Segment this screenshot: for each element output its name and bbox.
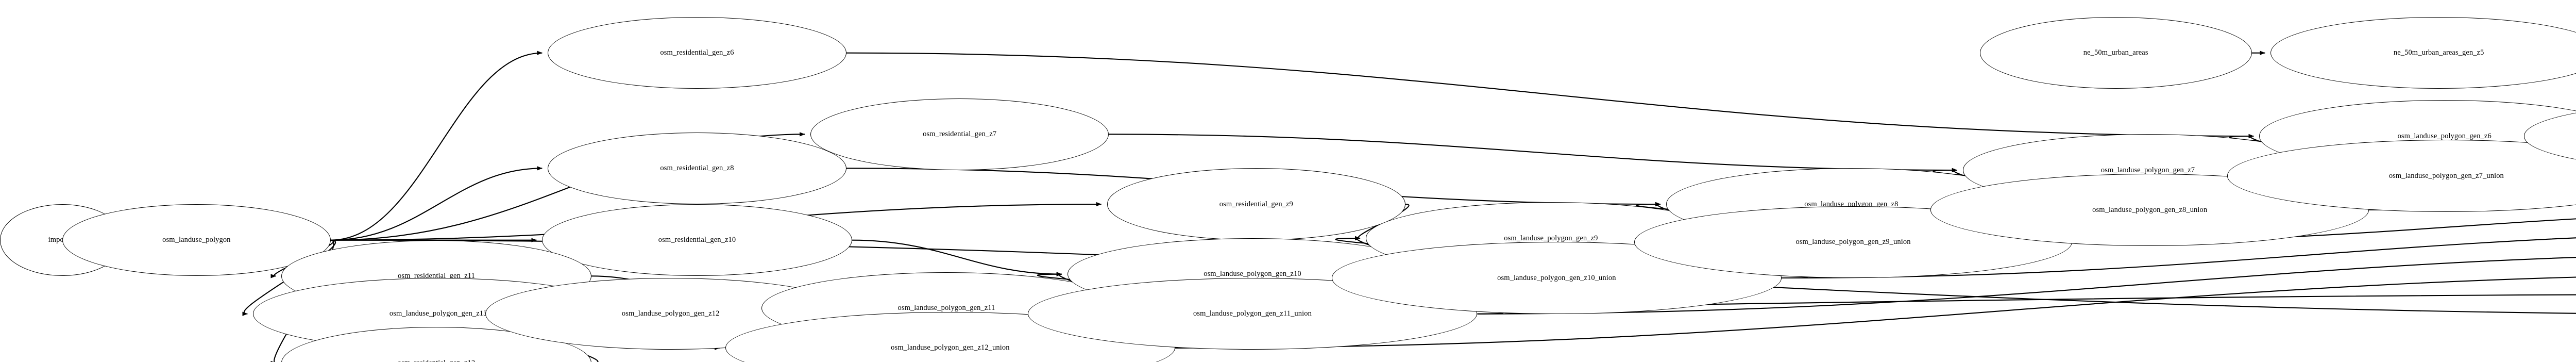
node-label: osm_landuse_polygon_gen_z9	[1504, 234, 1598, 242]
node-label: osm_landuse_polygon_gen_z10_union	[1497, 273, 1616, 282]
node-label: osm_landuse_polygon_gen_z8	[1804, 200, 1899, 208]
node-label: osm_landuse_polygon_gen_z12_union	[891, 343, 1010, 352]
graph-node-ne-50m-urban-areas-gen-z5[interactable]: ne_50m_urban_areas_gen_z5	[2270, 17, 2576, 89]
node-label: ne_50m_urban_areas_gen_z5	[2393, 48, 2484, 57]
node-label: osm_landuse_polygon_gen_z7_union	[2388, 171, 2504, 180]
node-label: osm_landuse_polygon_gen_z7	[2100, 166, 2195, 174]
node-label: osm_landuse_polygon_gen_z13	[389, 309, 487, 318]
graph-node-osm-residential-gen-z7[interactable]: osm_residential_gen_z7	[810, 98, 1109, 170]
node-label: ne_50m_urban_areas	[2083, 48, 2148, 57]
graph-node-osm-residential-gen-z8[interactable]: osm_residential_gen_z8	[548, 132, 846, 204]
graph-node-osm-residential-gen-z10[interactable]: osm_residential_gen_z10	[542, 204, 852, 276]
graph-node-ne-50m-urban-areas[interactable]: ne_50m_urban_areas	[1979, 17, 2252, 89]
node-label: osm_residential_gen_z8	[660, 164, 734, 173]
graph-node-osm-residential-gen-z9[interactable]: osm_residential_gen_z9	[1107, 168, 1405, 240]
graph-node-osm-landuse-polygon-gen-z7-union[interactable]: osm_landuse_polygon_gen_z7_union	[2227, 140, 2576, 212]
node-label: osm_residential_gen_z9	[1219, 200, 1293, 208]
node-label: osm_landuse_polygon_gen_z6	[2397, 131, 2492, 140]
graph-node-osm-landuse-polygon-gen-z9-union[interactable]: osm_landuse_polygon_gen_z9_union	[1634, 206, 2073, 278]
graph-node-osm-landuse-polygon[interactable]: osm_landuse_polygon	[62, 204, 331, 276]
node-label: osm_residential_gen_z12	[398, 359, 476, 362]
node-label: osm_landuse_polygon_gen_z9_union	[1795, 238, 1911, 246]
graph-node-osm-residential-gen-z6[interactable]: osm_residential_gen_z6	[548, 17, 846, 89]
node-label: osm_landuse_polygon_gen_z10	[1204, 270, 1301, 278]
node-label: osm_landuse_polygon_gen_z11_union	[1193, 309, 1312, 318]
node-label: osm_landuse_polygon_gen_z8_union	[2092, 205, 2208, 214]
node-label: osm_landuse_polygon_gen_z11	[897, 304, 995, 312]
node-label: osm_residential_gen_z7	[923, 130, 997, 139]
node-label: osm_landuse_polygon	[162, 236, 231, 244]
node-label: osm_residential_gen_z10	[658, 236, 736, 244]
node-label: osm_residential_gen_z6	[660, 48, 734, 57]
node-label: osm_landuse_polygon_gen_z12	[621, 309, 720, 318]
